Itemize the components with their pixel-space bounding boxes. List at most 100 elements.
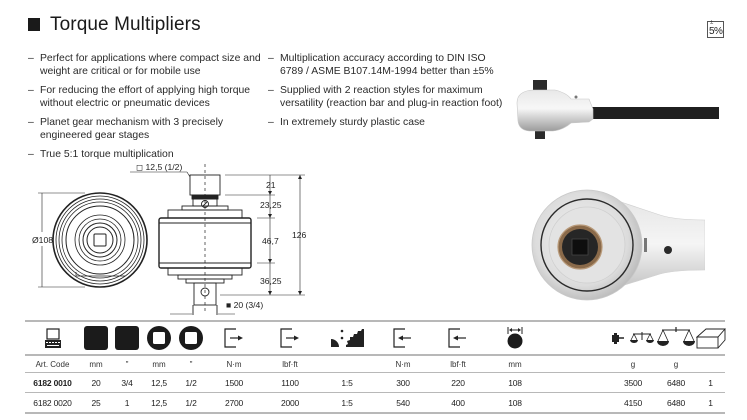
page-title: Torque Multipliers: [50, 14, 201, 35]
table-cell: 2700: [206, 392, 262, 414]
table-cell: 540: [376, 392, 430, 414]
package-icon: [696, 320, 726, 356]
table-cell: 6480: [656, 372, 696, 393]
side-view: [158, 164, 252, 315]
unit-cell: g: [610, 355, 656, 373]
table-cell: 12,5: [142, 392, 176, 414]
table-row: 6182 0010 20 3/4 12,5 1/2 1500 1100 1:5 …: [25, 372, 725, 393]
art-code-keyboard-icon: [25, 320, 80, 356]
table-cell: [544, 392, 610, 414]
feature-item: –Perfect for applications where compact …: [28, 53, 263, 78]
empty-column: [544, 320, 610, 356]
input-square-drive-inch-icon: [176, 320, 206, 356]
output-square-label: ■ 20 (3/4): [226, 300, 263, 310]
article-code: 6182 0020: [25, 392, 80, 414]
table-cell: [544, 372, 610, 393]
feature-item: –Planet gear mechanism with 3 precisely …: [28, 117, 263, 142]
unit-cell: [696, 355, 725, 373]
unit-cell: lbf·ft: [262, 355, 318, 373]
title-marker: [28, 18, 40, 31]
feature-text: In extremely sturdy plastic case: [280, 116, 425, 128]
total-weight-icon: [656, 320, 696, 356]
feature-item: –Multiplication accuracy according to DI…: [268, 53, 508, 78]
feature-list-right: –Multiplication accuracy according to DI…: [268, 53, 508, 136]
input-drive: [533, 80, 547, 92]
dash-marker: –: [268, 116, 274, 128]
table-cell: 108: [486, 372, 544, 393]
table-row: 6182 0020 25 1 12,5 1/2 2700 2000 1:5 54…: [25, 392, 725, 414]
table-cell: 300: [376, 372, 430, 393]
output-square-drive-inch-icon: [112, 320, 142, 356]
feature-text: Perfect for applications where compact s…: [40, 53, 261, 77]
feature-text: Multiplication accuracy according to DIN…: [280, 53, 494, 77]
feature-text: For reducing the effort of applying high…: [40, 84, 251, 109]
table-cell: 1: [112, 392, 142, 414]
unit-cell: mm: [80, 355, 112, 373]
table-cell: 1/2: [176, 372, 206, 393]
table-cell: 1100: [262, 372, 318, 393]
unit-cell: lbf·ft: [430, 355, 486, 373]
dash-marker: –: [28, 116, 34, 128]
multiplier-body: [516, 89, 594, 132]
table-cell: 6480: [656, 392, 696, 414]
diameter-dimension: [38, 192, 85, 288]
dash-marker: –: [28, 148, 34, 160]
feature-item: –True 5:1 torque multiplication: [28, 149, 263, 162]
feature-text: Planet gear mechanism with 3 precisely e…: [40, 116, 224, 141]
dash-marker: –: [28, 53, 34, 64]
dim-top-label: 21: [266, 180, 276, 190]
output-drive: [535, 127, 545, 139]
unit-cell: mm: [486, 355, 544, 373]
table-cell: 4150: [610, 392, 656, 414]
unit-cell: Art. Code: [25, 355, 80, 373]
dimension-arrows: [268, 175, 302, 295]
product-photo-side: [516, 80, 719, 139]
table-cell: 20: [80, 372, 112, 393]
gear-ratio-icon: [318, 320, 376, 356]
table-cell: 3500: [610, 372, 656, 393]
accuracy-badge: ± 5%: [707, 20, 724, 38]
technical-drawing: Ø108: [32, 162, 307, 315]
feature-item: –Supplied with 2 reaction styles for max…: [268, 85, 508, 110]
weight-icon: [610, 320, 656, 356]
dash-marker: –: [268, 53, 274, 64]
input-torque-lbfft-icon: [430, 320, 486, 356]
diameter-icon: [486, 320, 544, 356]
dim-lower-label: 36,25: [260, 276, 282, 286]
table-cell: 220: [430, 372, 486, 393]
output-square-drive-icon: [80, 320, 112, 356]
table-cell: 1: [696, 372, 725, 393]
unit-cell: [318, 355, 376, 373]
unit-cell: g: [656, 355, 696, 373]
reaction-bar: [592, 107, 719, 119]
feature-item: –For reducing the effort of applying hig…: [28, 85, 263, 110]
feature-text: Supplied with 2 reaction styles for maxi…: [280, 84, 503, 109]
dim-body-label: 46,7: [262, 236, 279, 246]
dash-marker: –: [28, 84, 34, 96]
unit-cell: mm: [142, 355, 176, 373]
unit-cell: N·m: [206, 355, 262, 373]
input-square-drive-icon: [142, 320, 176, 356]
table-cell: 2000: [262, 392, 318, 414]
article-code: 6182 0010: [25, 372, 80, 393]
specifications-table: Art. Code mm " mm " N·m lbf·ft N·m lbf·f…: [25, 320, 726, 414]
feature-list-left: –Perfect for applications where compact …: [28, 53, 263, 168]
table-cell: 1500: [206, 372, 262, 393]
table-cell: 1: [696, 392, 725, 414]
product-photo-top: [531, 189, 705, 301]
icon-header-row: [25, 320, 726, 356]
accuracy-value: 5%: [709, 26, 723, 37]
table-cell: 108: [486, 392, 544, 414]
units-row: Art. Code mm " mm " N·m lbf·ft N·m lbf·f…: [25, 355, 725, 373]
feature-item: –In extremely sturdy plastic case: [268, 117, 508, 130]
dash-marker: –: [268, 84, 274, 96]
table-cell: 1:5: [318, 392, 376, 414]
table-cell: 1/2: [176, 392, 206, 414]
output-torque-nm-icon: [206, 320, 262, 356]
table-cell: 12,5: [142, 372, 176, 393]
output-torque-lbfft-icon: [262, 320, 318, 356]
unit-cell: [544, 355, 610, 373]
unit-cell: N·m: [376, 355, 430, 373]
diameter-label: Ø108: [32, 235, 53, 245]
table-cell: 25: [80, 392, 112, 414]
